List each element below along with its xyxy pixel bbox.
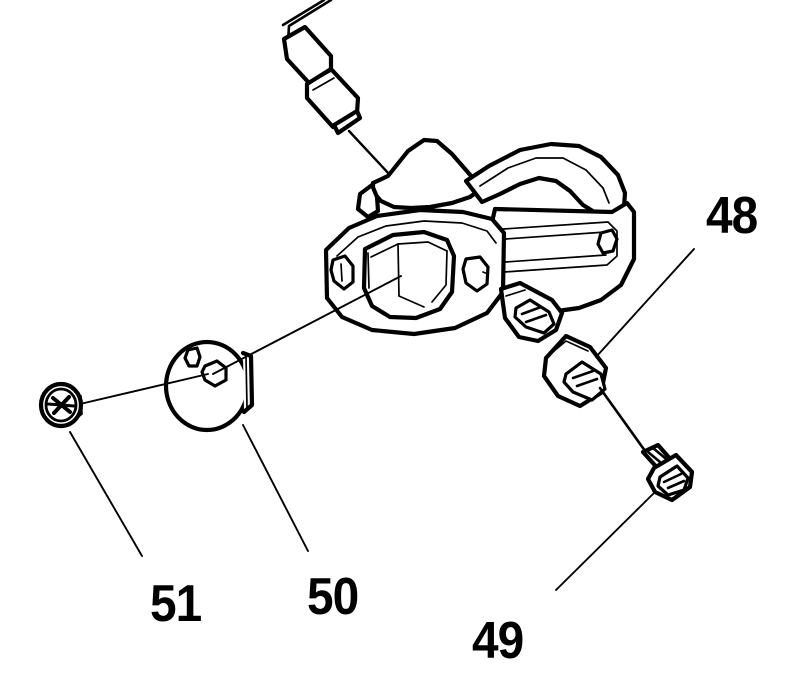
bolt-part-49 [598,386,695,503]
callout-leader-lines [69,248,695,591]
cover-plate-part-50 [163,339,255,433]
callout-label-48: 48 [706,187,758,245]
callout-label-51: 51 [150,575,202,633]
screw-part-51 [38,381,84,429]
callout-label-50: 50 [307,568,359,626]
callout-label-49: 49 [472,612,524,670]
leader-line-49 [555,493,654,591]
main-body-part [323,137,637,344]
assembly-axis-lines [79,275,402,405]
leader-line-48 [595,248,695,358]
leader-line-51 [69,431,143,557]
bushing-part-48 [541,333,609,409]
hose-fitting-part [281,0,392,177]
leader-line-50 [242,424,309,552]
